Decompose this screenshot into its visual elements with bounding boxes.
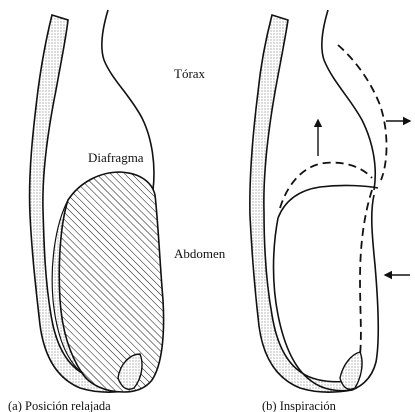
thorax-expanded-dashed-b	[338, 45, 387, 180]
abdomen-dashed-b	[360, 190, 372, 355]
label-diafragma: Diafragma	[88, 150, 144, 165]
relaxed-diaphragm-outline-b	[278, 185, 378, 218]
abdomen-hatched-a	[59, 172, 163, 392]
panel-inspiration	[250, 10, 410, 392]
back-wall-b	[250, 15, 352, 392]
label-torax: Tórax	[174, 66, 206, 81]
caption-relaxed: (a) Posición relajada	[8, 399, 111, 412]
pelvis-b	[340, 352, 362, 389]
panel-relaxed	[30, 10, 164, 392]
caption-inspiration: (b) Inspiración	[262, 399, 337, 412]
label-abdomen: Abdomen	[174, 246, 226, 261]
